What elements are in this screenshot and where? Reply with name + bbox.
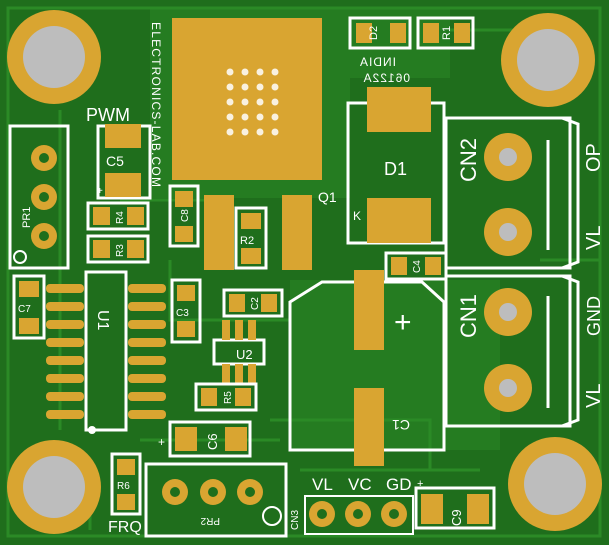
c1-polarity: + xyxy=(394,306,412,339)
pr2-label: PR2 xyxy=(200,515,220,526)
c5-label: C5 xyxy=(106,153,124,169)
r2-label: R2 xyxy=(240,235,254,247)
r3-label: R3 xyxy=(115,244,126,257)
brand-text: ELECTRONICS-LAB.COM xyxy=(149,22,163,188)
u2-footprint xyxy=(212,320,266,384)
pr2-footprint xyxy=(144,462,288,538)
r6-label: R6 xyxy=(117,481,130,492)
d1-label: D1 xyxy=(384,159,407,179)
vl-cn2-terminal-label: VL xyxy=(583,226,605,250)
r6-footprint xyxy=(110,452,142,516)
c3-footprint xyxy=(170,278,202,344)
frq-label: FRQ xyxy=(108,519,142,536)
c2-footprint xyxy=(222,288,284,318)
c5-footprint xyxy=(96,124,152,200)
r4-footprint xyxy=(86,201,150,231)
d1-cathode-mark: K xyxy=(353,209,361,223)
mounting-hole-bottom-left xyxy=(7,440,101,534)
mounting-hole-top-left xyxy=(7,10,101,104)
vl-terminal-label: VL xyxy=(312,475,333,494)
cn1-footprint xyxy=(444,274,580,428)
u1-label: U1 xyxy=(94,310,111,331)
r1-footprint xyxy=(416,16,475,50)
c4-label: C4 xyxy=(412,260,423,273)
c1-label: C1 xyxy=(392,417,410,433)
d1-footprint xyxy=(346,87,446,245)
code-text: 06122A xyxy=(363,71,410,85)
c8-footprint xyxy=(168,184,200,248)
r5-footprint xyxy=(194,382,258,412)
pr1-label: PR1 xyxy=(21,207,33,228)
cn3-label: CN3 xyxy=(290,510,301,530)
vl-cn1-terminal-label: VL xyxy=(583,384,605,408)
c2-label: C2 xyxy=(250,297,261,310)
pwm-label: PWM xyxy=(86,105,130,125)
c5-polarity: + xyxy=(97,186,103,197)
d2-footprint xyxy=(348,16,412,50)
c1-footprint xyxy=(288,270,446,466)
op-terminal-label: OP xyxy=(583,143,605,172)
u1-footprint xyxy=(46,270,166,434)
u2-label: U2 xyxy=(236,347,253,362)
cn2-footprint xyxy=(444,116,580,270)
c9-label: C9 xyxy=(449,509,464,526)
mounting-hole-bottom-right xyxy=(508,437,602,531)
c3-label: C3 xyxy=(176,308,189,319)
r1-label: R1 xyxy=(441,26,453,40)
country-text: INDIA xyxy=(359,55,396,69)
c7-label: C7 xyxy=(18,304,31,315)
gnd-terminal-label: GND xyxy=(584,296,604,336)
c6-polarity: + xyxy=(158,435,165,449)
r4-label: R4 xyxy=(115,211,126,224)
c9-footprint xyxy=(414,486,496,530)
mounting-hole-top-right xyxy=(501,13,595,107)
c8-label: C8 xyxy=(180,209,191,222)
d2-label: D2 xyxy=(368,26,380,40)
pr1-footprint xyxy=(8,124,70,270)
q1-label: Q1 xyxy=(318,189,337,205)
r3-footprint xyxy=(86,234,150,264)
vc-terminal-label: VC xyxy=(348,475,372,494)
c7-footprint xyxy=(12,274,46,340)
r2-footprint xyxy=(234,206,268,270)
cn2-label: CN2 xyxy=(456,138,481,182)
c9-polarity: + xyxy=(417,478,423,490)
cn1-label: CN1 xyxy=(456,294,481,338)
c6-footprint xyxy=(168,420,252,458)
r5-label: R5 xyxy=(223,391,234,404)
c6-label: C6 xyxy=(205,433,220,450)
q1-footprint xyxy=(172,18,322,270)
gd-terminal-label: GD xyxy=(386,475,412,494)
cn3-footprint xyxy=(304,495,414,535)
